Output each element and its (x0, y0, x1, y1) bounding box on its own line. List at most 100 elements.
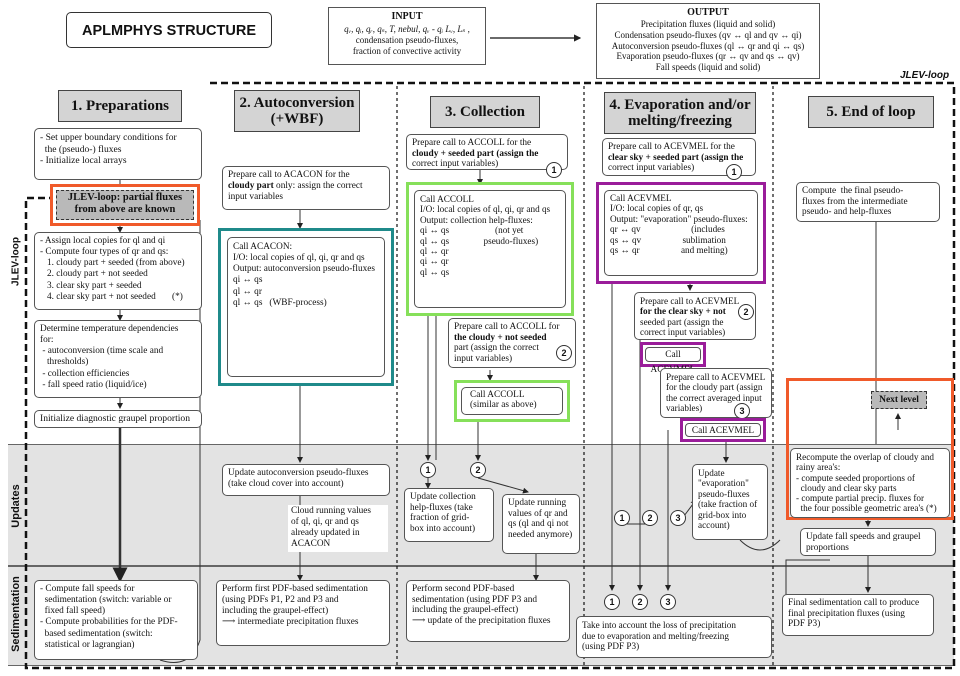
running-values-note: Cloud running values of ql, qi, qr and q… (288, 505, 388, 552)
sed1-line-2: sedimentation (switch: variable or (40, 595, 172, 606)
upd-coll-line-1: Update collection (410, 492, 476, 502)
acev-line-5: Output: "evaporation" pseudo-fluxes: (610, 213, 748, 224)
prep-accoll2-line-1: Prepare call to ACCOLL for (454, 322, 560, 332)
call-acevmel-3-box: Call ACEVMEL (685, 423, 761, 437)
call-accoll-box: Call ACCOLL I/O: local copies of ql, qi,… (414, 190, 566, 308)
upd-run-line-4: needed anymore) (508, 530, 573, 541)
acev-line-8: qs ↔ qv sublimation (610, 234, 726, 245)
input-box: INPUT qᵥ, qᵢ, qᵣ, qₛ, T, nebul, qᵥ - qᵢ … (328, 7, 486, 65)
upd-run-line-2: values of qr and (508, 508, 568, 519)
prep-acev2-line-2: for the clear sky + not (640, 306, 726, 317)
acev-line-9: qs ↔ qr and melting) (610, 244, 728, 255)
output-line-5: Fall speeds (liquid and solid) (655, 62, 761, 73)
prep-accoll1-line-1: Prepare call to ACCOLL for the (412, 138, 532, 148)
input-line-2: condensation pseudo-fluxes, (355, 34, 459, 45)
accoll-line-8: ql ↔ qs pseudo-fluxes) (420, 235, 539, 246)
acacon-line-3: I/O: local copies of ql, qi, qr and qs (233, 253, 365, 264)
upd-fall-line-2: proportions (806, 542, 849, 553)
sed-circle-2: 2 (632, 594, 648, 610)
prep-acacon-box: Prepare call to ACACON for the cloudy pa… (222, 166, 390, 210)
call-accoll-2-highlight: Call ACCOLL (similar as above) (454, 380, 570, 422)
upd-fall-line-1: Update fall speeds and graupel (806, 532, 921, 542)
prep-accoll2-line-4: input variables) (454, 354, 513, 365)
header-end-of-loop: 5. End of loop (808, 96, 934, 128)
update-collection-box: Update collection help-fluxes (take frac… (404, 488, 494, 542)
diagram-title: APLMPHYS STRUCTURE (66, 12, 272, 48)
input-line-1: qᵥ, qᵢ, qᵣ, qₛ, T, nebul, qᵥ - qᵢ Lᵥ, Lₛ… (344, 23, 470, 34)
update-fall-speeds-box: Update fall speeds and graupel proportio… (800, 528, 936, 556)
recompute-line-4: cloudy and clear sky parts (796, 482, 897, 493)
sed2-line-1: Perform first PDF-based sedimentation (222, 584, 368, 594)
prep-acev2-line-1: Prepare call to ACEVMEL (640, 296, 740, 306)
prep-upper-boundary-box: - Set upper boundary conditions for the … (34, 128, 202, 180)
sed1-line-4: - Compute probabilities for the PDF- (40, 617, 178, 628)
second-pdf-sed-box: Perform second PDF-based sedimentation (… (406, 580, 570, 642)
step-circle-2-evap: 2 (738, 304, 754, 320)
prep-acacon-line-3: input variables (228, 192, 283, 203)
sed2-line-2: (using PDFs P1, P2 and P3 and (222, 595, 339, 606)
running-line-3: already updated in (291, 528, 360, 539)
call-accoll-highlight: Call ACCOLL I/O: local copies of ql, qi,… (406, 182, 574, 316)
sed3-line-1: Perform second PDF-based (412, 584, 515, 594)
prep-acev1-line-3: correct input variables) (608, 163, 695, 174)
acacon-line-5: Output: autoconversion pseudo-fluxes (233, 264, 376, 275)
fall-speeds-sed-box: - Compute fall speeds for sedimentation … (34, 580, 198, 660)
call-acacon-box: Call ACACON: I/O: local copies of ql, qi… (227, 237, 385, 377)
recompute-line-1: Recompute the overlap of cloudy and (796, 452, 935, 462)
update-circle-2: 2 (470, 462, 486, 478)
output-line-2: Condensation pseudo-fluxes (qv ↔ ql and … (614, 29, 802, 40)
prep-acev3-line-1: Prepare call to ACEVMEL (666, 372, 766, 382)
first-pdf-sed-box: Perform first PDF-based sedimentation (u… (216, 580, 390, 646)
final-sedimentation-box: Final sedimentation call to produce fina… (782, 594, 934, 636)
step-circle-1-evap: 1 (726, 164, 742, 180)
temp-line-2: for: (40, 335, 54, 346)
temp-line-4: thresholds) (40, 357, 89, 368)
prep-accoll-seeded-box: Prepare call to ACCOLL for the cloudy + … (406, 134, 568, 170)
recompute-line-2: rainy area's: (796, 462, 841, 473)
header-autoconversion-line-2: (+WBF) (270, 111, 324, 127)
acacon-line-8: ql ↔ qr (233, 286, 262, 297)
accoll2-line-3: (similar as above) (470, 400, 537, 411)
upd-coll-line-2: help-fluxes (take (410, 502, 473, 513)
sed1-line-5: based sedimentation (switch: (40, 628, 153, 639)
acev-line-7: qr ↔ qv (includes (610, 224, 725, 235)
sed1-line-6: statistical or lagrangian) (40, 639, 135, 650)
prep-accoll1-line-2: cloudy + seeded part (assign the (412, 148, 539, 159)
accoll-line-9: ql ↔ qr (420, 245, 449, 256)
assign-line-2: - Compute four types of qr and qs: (40, 247, 169, 258)
evap-update-circle-3: 3 (670, 510, 686, 526)
update-autoconversion-box: Update autoconversion pseudo-fluxes (tak… (222, 464, 390, 496)
sed5-line-3: PDF P3) (788, 619, 821, 630)
accoll-line-5: Output: collection help-fluxes: (420, 214, 533, 225)
update-circle-1: 1 (420, 462, 436, 478)
assign-line-3: 1. cloudy part + seeded (from above) (40, 258, 185, 269)
upd-run-line-1: Update running (508, 498, 567, 508)
step-circle-3-evap: 3 (734, 403, 750, 419)
prep-acev1-line-1: Prepare call to ACEVMEL for the (608, 142, 735, 152)
header-preparations: 1. Preparations (58, 90, 182, 122)
accoll-line-10: qi ↔ qr (420, 256, 449, 267)
output-line-1: Precipitation fluxes (liquid and solid) (640, 19, 776, 29)
graupel-init-box: Initialize diagnostic graupel proportion (34, 410, 202, 428)
upd-run-line-3: qs (ql and qi not (508, 519, 569, 530)
jlev-loop-top-label: JLEV-loop (900, 70, 950, 81)
sed4-line-2: due to evaporation and melting/freezing (582, 630, 729, 641)
upd-evap-line-1: Update (698, 468, 725, 478)
accoll-line-3: I/O: local copies of ql, qi, qr and qs (420, 204, 551, 215)
recompute-line-6: the four possible geometric area's (*) (796, 503, 937, 514)
acacon-line-7: qi ↔ qs (233, 275, 263, 286)
upd-evap-line-2: "evaporation" (698, 478, 749, 489)
output-line-3: Autoconversion pseudo-fluxes (ql ↔ qr an… (611, 40, 805, 51)
temp-line-3: - autoconversion (time scale and (40, 346, 164, 357)
compute-line-1: Compute the final pseudo- (802, 186, 904, 196)
sed3-line-5: ⟶ update of the precipitation fluxes (412, 616, 551, 627)
prep-acev3-line-4: variables) (666, 402, 703, 413)
assign-line-6: 4. clear sky part + not seeded (*) (40, 291, 183, 302)
output-box: OUTPUT Precipitation fluxes (liquid and … (596, 3, 820, 79)
upd-auto-line-1: Update autoconversion pseudo-fluxes (228, 468, 369, 478)
temp-line-1: Determine temperature dependencies (40, 324, 179, 334)
update-evaporation-box: Update "evaporation" pseudo-fluxes (take… (692, 464, 768, 540)
prep-acevmel-cloudy-box: Prepare call to ACEVMEL for the cloudy p… (660, 368, 772, 418)
sed1-line-3: fixed fall speed) (40, 606, 106, 617)
upd-coll-line-4: box into account) (410, 524, 476, 535)
